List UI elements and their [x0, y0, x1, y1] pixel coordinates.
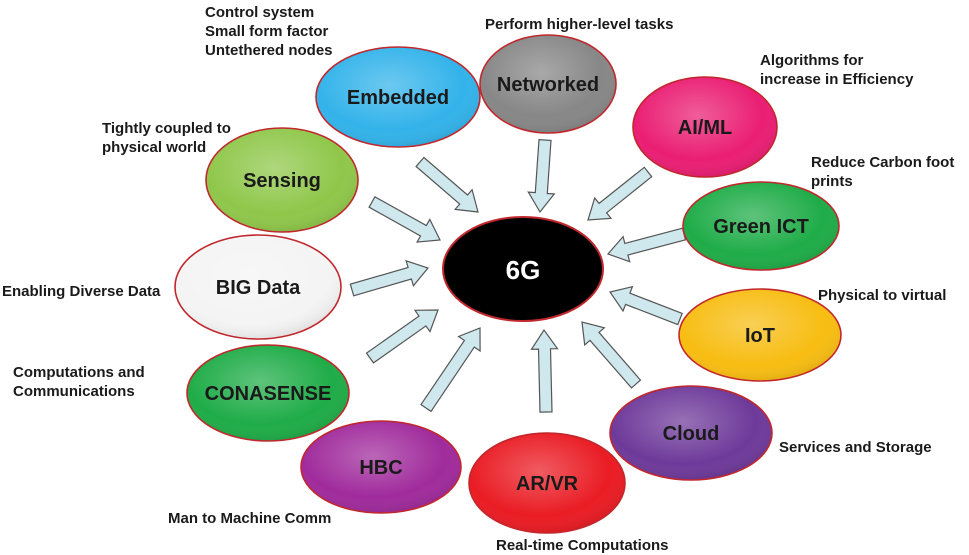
caption-line: Enabling Diverse Data	[2, 283, 161, 300]
caption-embedded: Control system Small form factor Untethe…	[205, 3, 333, 60]
caption-cloud: Services and Storage	[779, 438, 932, 457]
node-shade-arvr	[470, 434, 624, 532]
node-cloud: Cloud	[609, 385, 773, 481]
node-shade-embedded	[317, 48, 479, 146]
center-node: 6G	[442, 216, 604, 322]
caption-arvr: Real-time Computations	[496, 536, 669, 555]
caption-line: Small form factor	[205, 23, 329, 40]
caption-line: Untethered nodes	[205, 42, 333, 59]
caption-line: increase in Efficiency	[760, 71, 914, 88]
node-label-green-ict: Green ICT	[713, 216, 809, 238]
arrow-arvr	[530, 328, 559, 413]
caption-hbc: Man to Machine Comm	[168, 509, 331, 528]
caption-line: Computations and	[13, 364, 145, 381]
arrow-hbc	[420, 327, 481, 413]
arrow-sensing	[368, 195, 441, 243]
node-label-cloud: Cloud	[663, 423, 720, 445]
node-label-big-data: BIG Data	[216, 277, 301, 299]
node-sensing: Sensing	[205, 127, 359, 233]
node-aiml: AI/ML	[632, 76, 778, 178]
center-ellipse	[442, 216, 604, 322]
caption-big-data: Enabling Diverse Data	[2, 282, 160, 301]
node-shade-networked	[481, 36, 615, 132]
caption-line: prints	[811, 173, 853, 190]
caption-aiml: Algorithms for increase in Efficiency	[760, 51, 913, 89]
caption-line: Algorithms for	[760, 52, 864, 69]
arrow-aiml	[587, 166, 653, 221]
caption-conasense: Computations and Communications	[13, 363, 145, 401]
center-label: 6G	[506, 255, 541, 285]
node-shade-hbc	[302, 422, 460, 512]
node-shade-cloud	[611, 387, 771, 479]
node-hbc: HBC	[300, 420, 462, 514]
node-label-aiml: AI/ML	[678, 117, 732, 139]
caption-line: physical world	[102, 139, 207, 156]
caption-line: Control system	[205, 4, 315, 21]
node-label-sensing: Sensing	[243, 170, 321, 192]
arrow-big-data	[349, 259, 430, 297]
node-arvr: AR/VR	[468, 432, 626, 534]
node-shade-sensing	[207, 129, 357, 231]
caption-networked: Perform higher-level tasks	[485, 15, 673, 34]
caption-line: Perform higher-level tasks	[485, 16, 674, 33]
node-shade-iot	[680, 290, 840, 380]
caption-sensing: Tightly coupled to physical world	[102, 119, 231, 157]
node-shade-aiml	[634, 78, 776, 176]
arrow-conasense	[365, 309, 439, 364]
arrow-cloud	[581, 321, 642, 389]
node-label-hbc: HBC	[359, 457, 402, 479]
node-embedded: Embedded	[315, 46, 481, 148]
arrows-layer	[349, 138, 687, 413]
arrow-green-ict	[606, 227, 687, 263]
node-iot: IoT	[678, 288, 842, 382]
caption-line: Services and Storage	[779, 439, 932, 456]
node-label-networked: Networked	[497, 74, 599, 96]
caption-line: Communications	[13, 383, 135, 400]
node-conasense: CONASENSE	[186, 344, 350, 442]
caption-line: Tightly coupled to	[102, 120, 231, 137]
node-big-data: BIG Data	[174, 234, 342, 340]
arrow-embedded	[415, 156, 479, 213]
node-label-arvr: AR/VR	[516, 473, 579, 495]
caption-line: Real-time Computations	[496, 537, 669, 554]
node-shade-big-data	[176, 236, 340, 338]
node-label-conasense: CONASENSE	[205, 383, 332, 405]
arrow-networked	[527, 138, 556, 214]
caption-line: Man to Machine Comm	[168, 510, 332, 527]
caption-line: Reduce Carbon foot	[811, 154, 955, 171]
node-label-embedded: Embedded	[347, 87, 449, 109]
caption-green-ict: Reduce Carbon foot prints	[811, 153, 954, 191]
node-shade-green-ict	[684, 183, 838, 269]
node-shade-conasense	[188, 346, 348, 440]
arrow-iot	[609, 285, 683, 326]
node-label-iot: IoT	[745, 325, 775, 347]
node-networked: Networked	[479, 34, 617, 134]
caption-line: Physical to virtual	[818, 287, 947, 304]
node-green-ict: Green ICT	[682, 181, 840, 271]
caption-iot: Physical to virtual	[818, 286, 946, 305]
